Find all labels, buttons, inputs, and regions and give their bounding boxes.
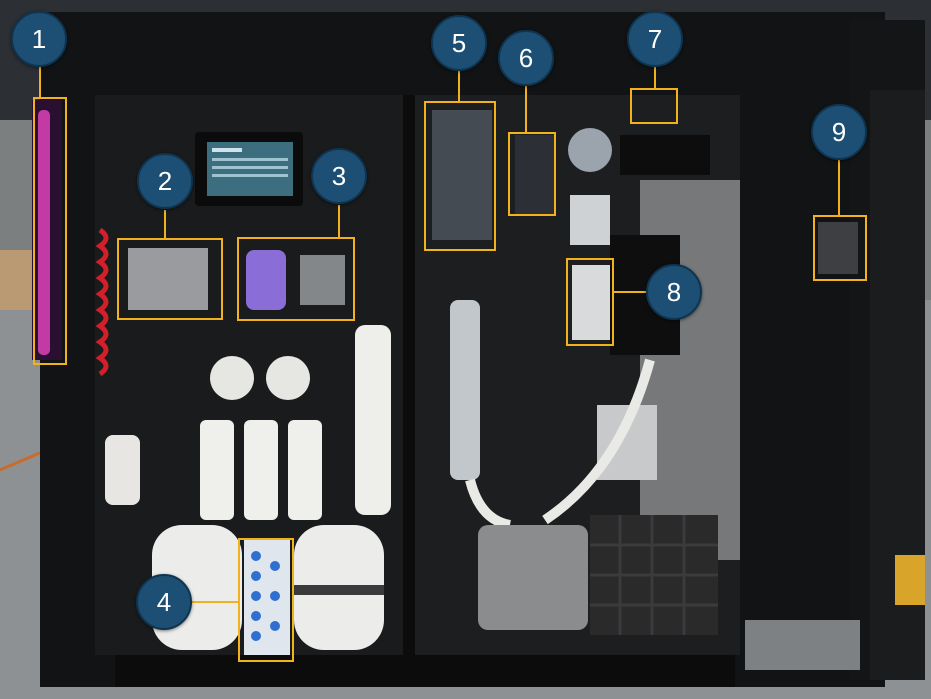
highlight-box-8 [566, 258, 614, 346]
marker-6: 6 [498, 30, 554, 86]
yellow-box [895, 555, 925, 605]
marker-1: 1 [11, 11, 67, 67]
marker-2: 2 [137, 153, 193, 209]
highlight-box-3 [237, 237, 355, 321]
marker-3: 3 [311, 148, 367, 204]
marker-8: 8 [646, 264, 702, 320]
marker-4: 4 [136, 574, 192, 630]
leader-line-3 [338, 205, 340, 238]
leader-line-9 [838, 160, 840, 216]
leader-line-5 [458, 70, 460, 102]
leader-line-6 [525, 86, 527, 133]
marker-5: 5 [431, 15, 487, 71]
highlight-box-4 [238, 538, 294, 662]
highlight-box-9 [813, 215, 867, 281]
marker-7: 7 [627, 11, 683, 67]
leader-line-7 [654, 66, 656, 89]
leader-line-2 [164, 210, 166, 239]
highlight-box-1 [33, 97, 67, 365]
leader-line-1 [39, 66, 41, 98]
highlight-box-2 [117, 238, 223, 320]
highlight-box-6 [508, 132, 556, 216]
leader-line-8 [613, 291, 647, 293]
uv-lamp [38, 110, 50, 355]
filter-housing-icon [246, 250, 286, 310]
highlight-box-5 [424, 101, 496, 251]
marker-9: 9 [811, 104, 867, 160]
highlight-box-7 [630, 88, 678, 124]
leader-line-4 [192, 601, 239, 603]
